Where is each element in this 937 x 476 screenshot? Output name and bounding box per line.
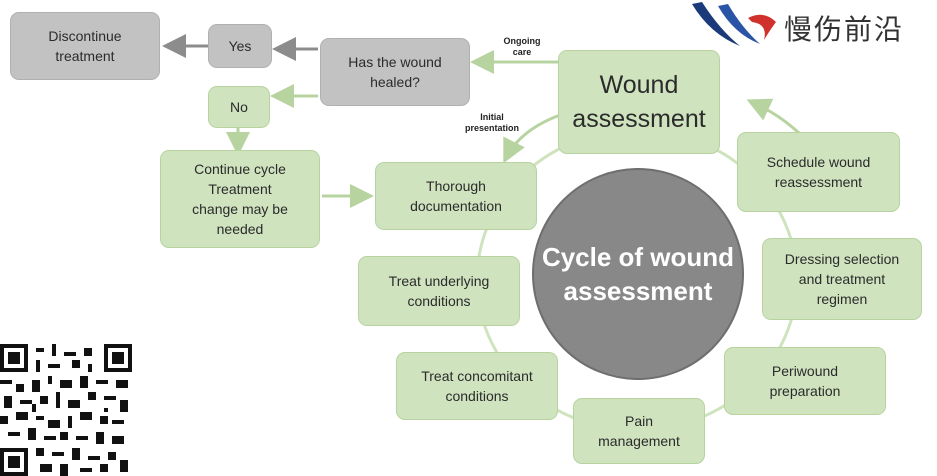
node-continue-cycle: Continue cycle Treatment change may be n… bbox=[160, 150, 320, 248]
label-ongoing-care: Ongoing care bbox=[503, 36, 541, 57]
node-pain-management: Pain management bbox=[573, 398, 705, 464]
qr-code-icon bbox=[0, 344, 132, 476]
node-dressing-selection: Dressing selection and treatment regimen bbox=[762, 238, 922, 320]
node-periwound-preparation: Periwound preparation bbox=[724, 347, 886, 415]
label-initial-presentation: Initial presentation bbox=[464, 112, 519, 133]
logo-swoosh-icon bbox=[692, 2, 776, 46]
node-no: No bbox=[208, 86, 270, 128]
node-schedule-reassessment: Schedule wound reassessment bbox=[737, 132, 900, 212]
brand-logo bbox=[690, 0, 937, 52]
node-discontinue-treatment: Discontinue treatment bbox=[10, 12, 160, 80]
node-treat-underlying: Treat underlying conditions bbox=[358, 256, 520, 326]
node-treat-concomitant: Treat concomitant conditions bbox=[396, 352, 558, 420]
node-yes: Yes bbox=[208, 24, 272, 68]
initial-presentation-arrow bbox=[503, 113, 561, 164]
node-thorough-documentation: Thorough documentation bbox=[375, 162, 537, 230]
node-has-wound-healed: Has the wound healed? bbox=[320, 38, 470, 106]
logo-text: 慢伤前沿 bbox=[784, 13, 905, 46]
node-wound-assessment: Wound assessment bbox=[558, 50, 720, 154]
schedule-to-assessment-arrow bbox=[746, 98, 802, 136]
cycle-center-circle: Cycle of wound assessment bbox=[532, 168, 744, 380]
